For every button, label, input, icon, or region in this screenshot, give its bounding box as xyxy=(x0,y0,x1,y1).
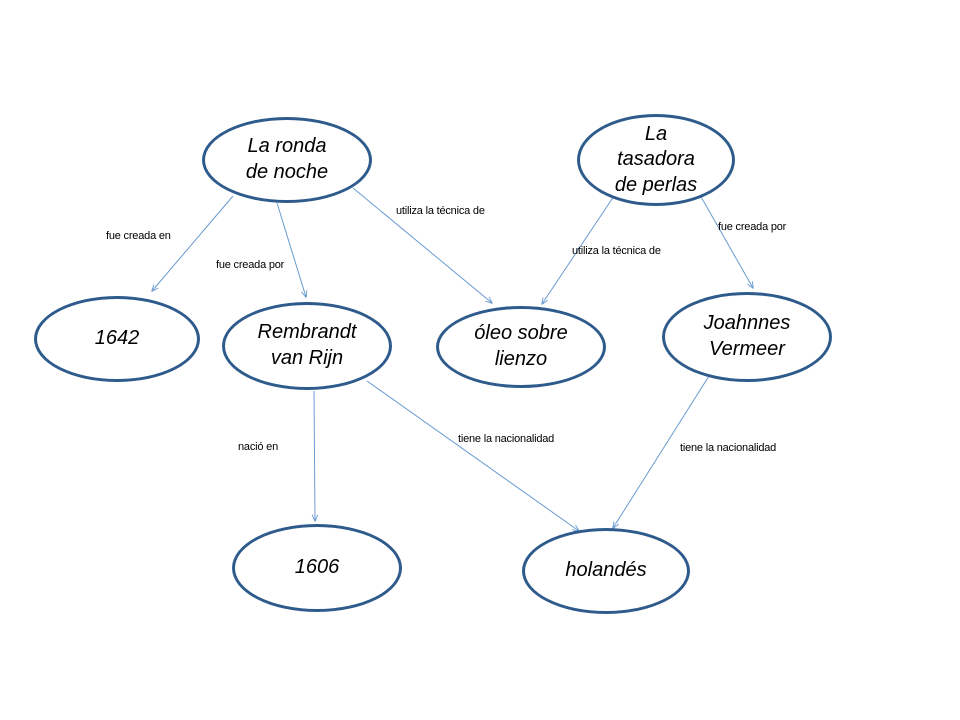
edge-rembrandt-holandes xyxy=(366,380,579,531)
edge-vermeer-holandes xyxy=(613,375,710,528)
edge-label-rembrandt-holandes: tiene la nacionalidad xyxy=(458,433,555,445)
edge-rembrandt-1606 xyxy=(314,390,315,521)
node-label-n1606: 1606 xyxy=(294,556,340,579)
node-label-n1642: 1642 xyxy=(94,327,140,350)
node-holandes[interactable]: holandés xyxy=(522,528,690,614)
edge-label-ronda-oleo: utiliza la técnica de xyxy=(396,205,485,217)
node-label-rembrandt: Rembrandt van Rijn xyxy=(257,321,357,369)
node-n1606[interactable]: 1606 xyxy=(232,524,402,612)
node-ronda[interactable]: La ronda de noche xyxy=(202,117,372,203)
edge-ronda-oleo xyxy=(352,187,492,303)
node-vermeer[interactable]: Joahnnes Vermeer xyxy=(662,292,832,382)
edge-ronda-1642 xyxy=(152,195,234,291)
edge-label-ronda-rembrandt: fue creada por xyxy=(216,259,285,271)
edge-label-rembrandt-1606: nació en xyxy=(238,441,278,453)
node-n1642[interactable]: 1642 xyxy=(34,296,200,382)
node-rembrandt[interactable]: Rembrandt van Rijn xyxy=(222,302,392,390)
edge-label-tasadora-oleo: utiliza la técnica de xyxy=(572,245,661,257)
node-label-ronda: La ronda de noche xyxy=(245,135,329,183)
node-label-oleo: óleo sobre lienzo xyxy=(474,322,568,370)
edge-tasadora-oleo xyxy=(542,195,615,304)
node-label-holandes: holandés xyxy=(565,559,647,582)
node-tasadora[interactable]: La tasadora de perlas xyxy=(577,114,735,206)
edge-label-tasadora-vermeer: fue creada por xyxy=(718,221,787,233)
node-label-vermeer: Joahnnes Vermeer xyxy=(703,312,791,360)
edge-tasadora-vermeer xyxy=(699,194,753,288)
edge-label-ronda-1642: fue creada en xyxy=(106,230,171,242)
edge-ronda-rembrandt xyxy=(276,202,306,297)
node-oleo[interactable]: óleo sobre lienzo xyxy=(436,306,606,388)
node-label-tasadora: La tasadora de perlas xyxy=(614,122,698,196)
edge-label-vermeer-holandes: tiene la nacionalidad xyxy=(680,442,777,454)
